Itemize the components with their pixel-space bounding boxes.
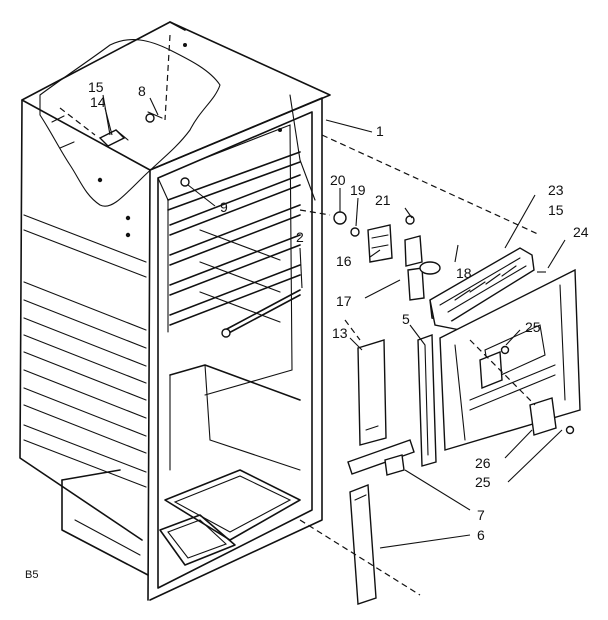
callout-26: 26	[475, 455, 491, 471]
control-assembly	[333, 211, 441, 301]
callout-19: 19	[350, 182, 366, 198]
callout-21: 21	[375, 192, 391, 208]
callout-labels: 1 2 5 6 7 8 9 13 14 15 15 16 17 18 19 20…	[25, 79, 589, 581]
callout-23: 23	[548, 182, 564, 198]
callout-16: 16	[336, 253, 352, 269]
assembly-lines	[59, 34, 541, 596]
callout-7: 7	[477, 507, 485, 523]
callout-8: 8	[138, 83, 146, 99]
callout-9: 9	[220, 199, 228, 215]
callout-25-upper: 25	[525, 319, 541, 335]
part-5-bracket	[417, 334, 437, 467]
part-6-strip	[349, 484, 377, 605]
callout-17: 17	[336, 293, 352, 309]
callout-14: 14	[90, 94, 106, 110]
callout-15-left: 15	[88, 79, 104, 95]
callout-6: 6	[477, 527, 485, 543]
part-13-cover	[357, 339, 387, 446]
callout-18: 18	[456, 265, 472, 281]
callout-1: 1	[376, 123, 384, 139]
part-26-plate	[500, 345, 575, 436]
callout-5: 5	[402, 311, 410, 327]
callout-25-lower: 25	[475, 474, 491, 490]
callout-20: 20	[330, 172, 346, 188]
part-7-strip	[347, 439, 415, 476]
callout-2: 2	[296, 229, 304, 245]
figure-code: B5	[25, 569, 38, 581]
leader-lines	[102, 94, 566, 549]
callout-13: 13	[332, 325, 348, 341]
refrigerator-cabinet	[19, 21, 331, 601]
part-2-shelf-support	[221, 289, 301, 338]
callout-15-right: 15	[548, 202, 564, 218]
part-23-air-duct-housing	[429, 247, 535, 331]
callout-24: 24	[573, 224, 589, 240]
